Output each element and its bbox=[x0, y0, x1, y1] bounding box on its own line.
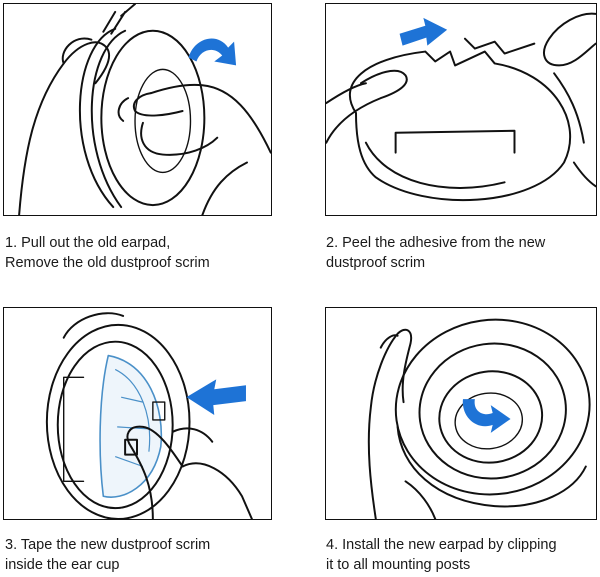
right-arrow-icon bbox=[399, 17, 448, 46]
curved-arrow-icon bbox=[462, 399, 511, 433]
step-1-line-1: 1. Pull out the old earpad, bbox=[5, 235, 171, 251]
step-2-illustration bbox=[325, 3, 597, 216]
step-2-caption: 2. Peel the adhesive from the new dustpr… bbox=[326, 233, 545, 273]
step-2-line-2: dustproof scrim bbox=[326, 255, 426, 271]
step-1-line-2: Remove the old dustproof scrim bbox=[5, 255, 210, 271]
curved-arrow-icon bbox=[188, 38, 237, 66]
step-3-line-2: inside the ear cup bbox=[5, 557, 120, 573]
left-arrow-icon bbox=[186, 379, 246, 415]
step-3-illustration bbox=[3, 307, 272, 520]
step-2-line-1: 2. Peel the adhesive from the new bbox=[326, 235, 546, 251]
step-4-line-2: it to all mounting posts bbox=[326, 557, 471, 573]
step-4-caption: 4. Install the new earpad by clipping it… bbox=[326, 535, 557, 575]
step-3-line-1: 3. Tape the new dustproof scrim bbox=[5, 537, 211, 553]
step-3-caption: 3. Tape the new dustproof scrim inside t… bbox=[5, 535, 210, 575]
step-4-illustration bbox=[325, 307, 597, 520]
step-4-line-1: 4. Install the new earpad by clipping bbox=[326, 537, 557, 553]
step-1-illustration bbox=[3, 3, 272, 216]
step-1-caption: 1. Pull out the old earpad, Remove the o… bbox=[5, 233, 210, 273]
